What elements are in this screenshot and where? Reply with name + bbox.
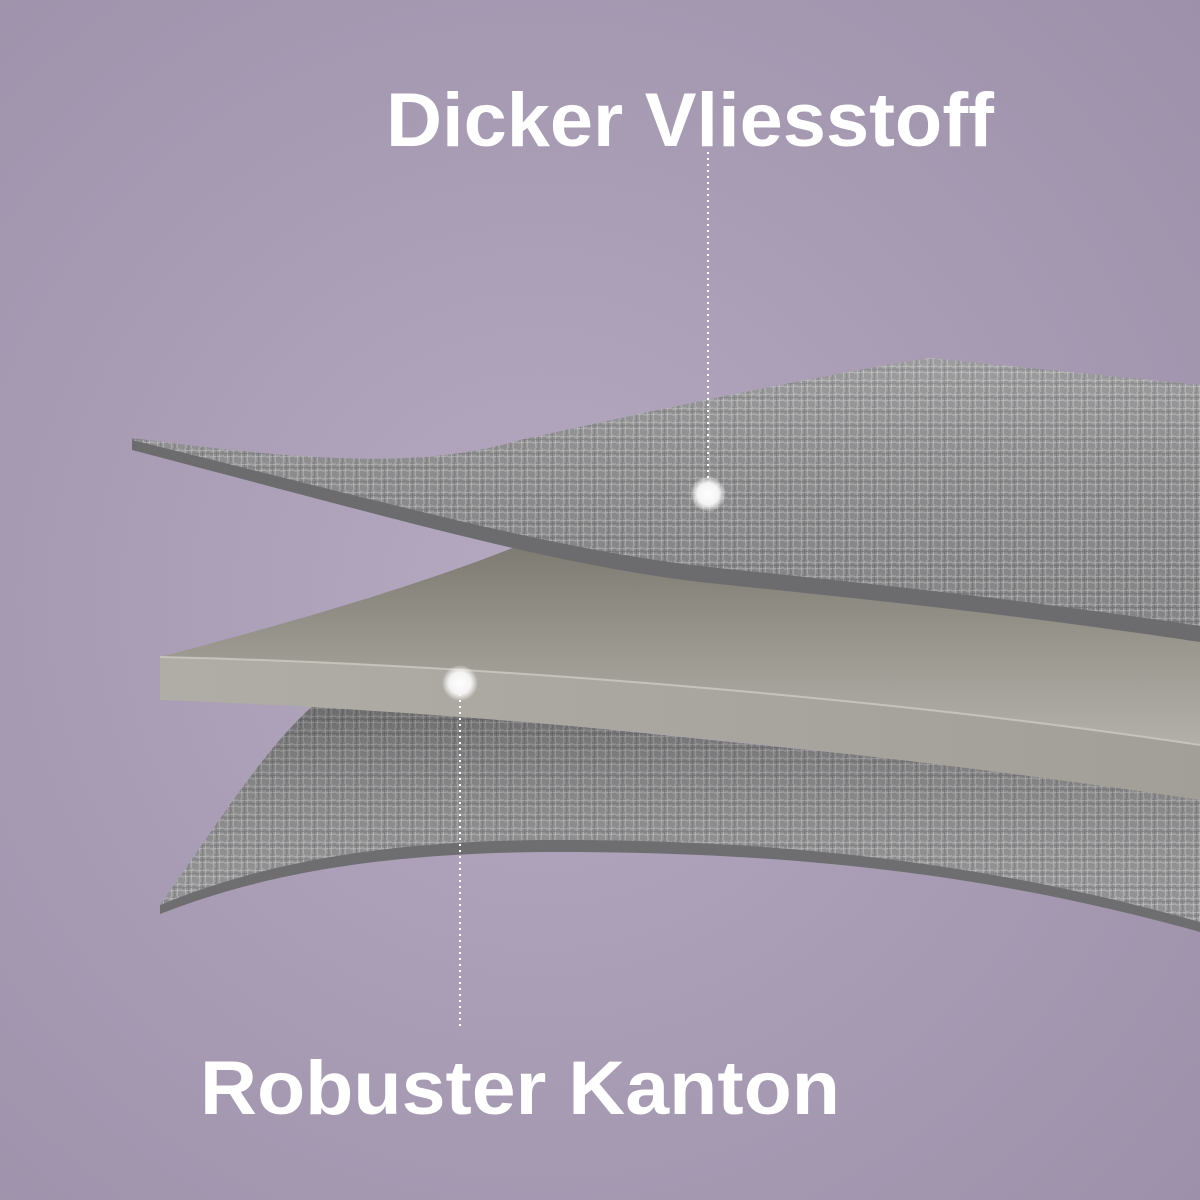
top-layer-label: Dicker Vliesstoff <box>386 78 995 163</box>
top-fabric-layer <box>132 358 1200 642</box>
bottom-callout-dot <box>442 665 478 701</box>
top-callout-dot <box>690 476 726 512</box>
bottom-layer-label: Robuster Kanton <box>200 1046 840 1131</box>
foam-core-layer <box>159 545 1200 800</box>
bottom-fabric-layer <box>160 700 1200 932</box>
